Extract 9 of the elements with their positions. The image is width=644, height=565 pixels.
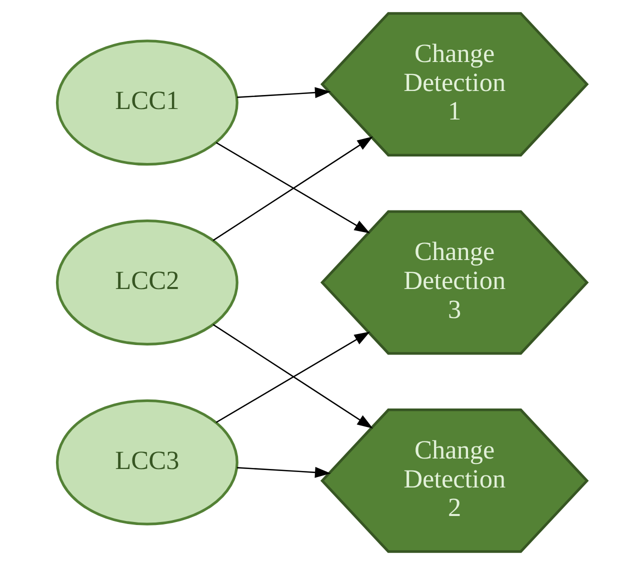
arrow <box>216 142 370 234</box>
node-ellipse: LCC1 <box>56 40 238 166</box>
arrow <box>212 324 373 428</box>
arrow <box>216 332 370 424</box>
arrow <box>212 136 373 242</box>
node-ellipse: LCC3 <box>56 399 238 526</box>
arrow <box>237 466 331 478</box>
node-ellipse: LCC2 <box>56 219 238 346</box>
arrow <box>237 87 331 98</box>
